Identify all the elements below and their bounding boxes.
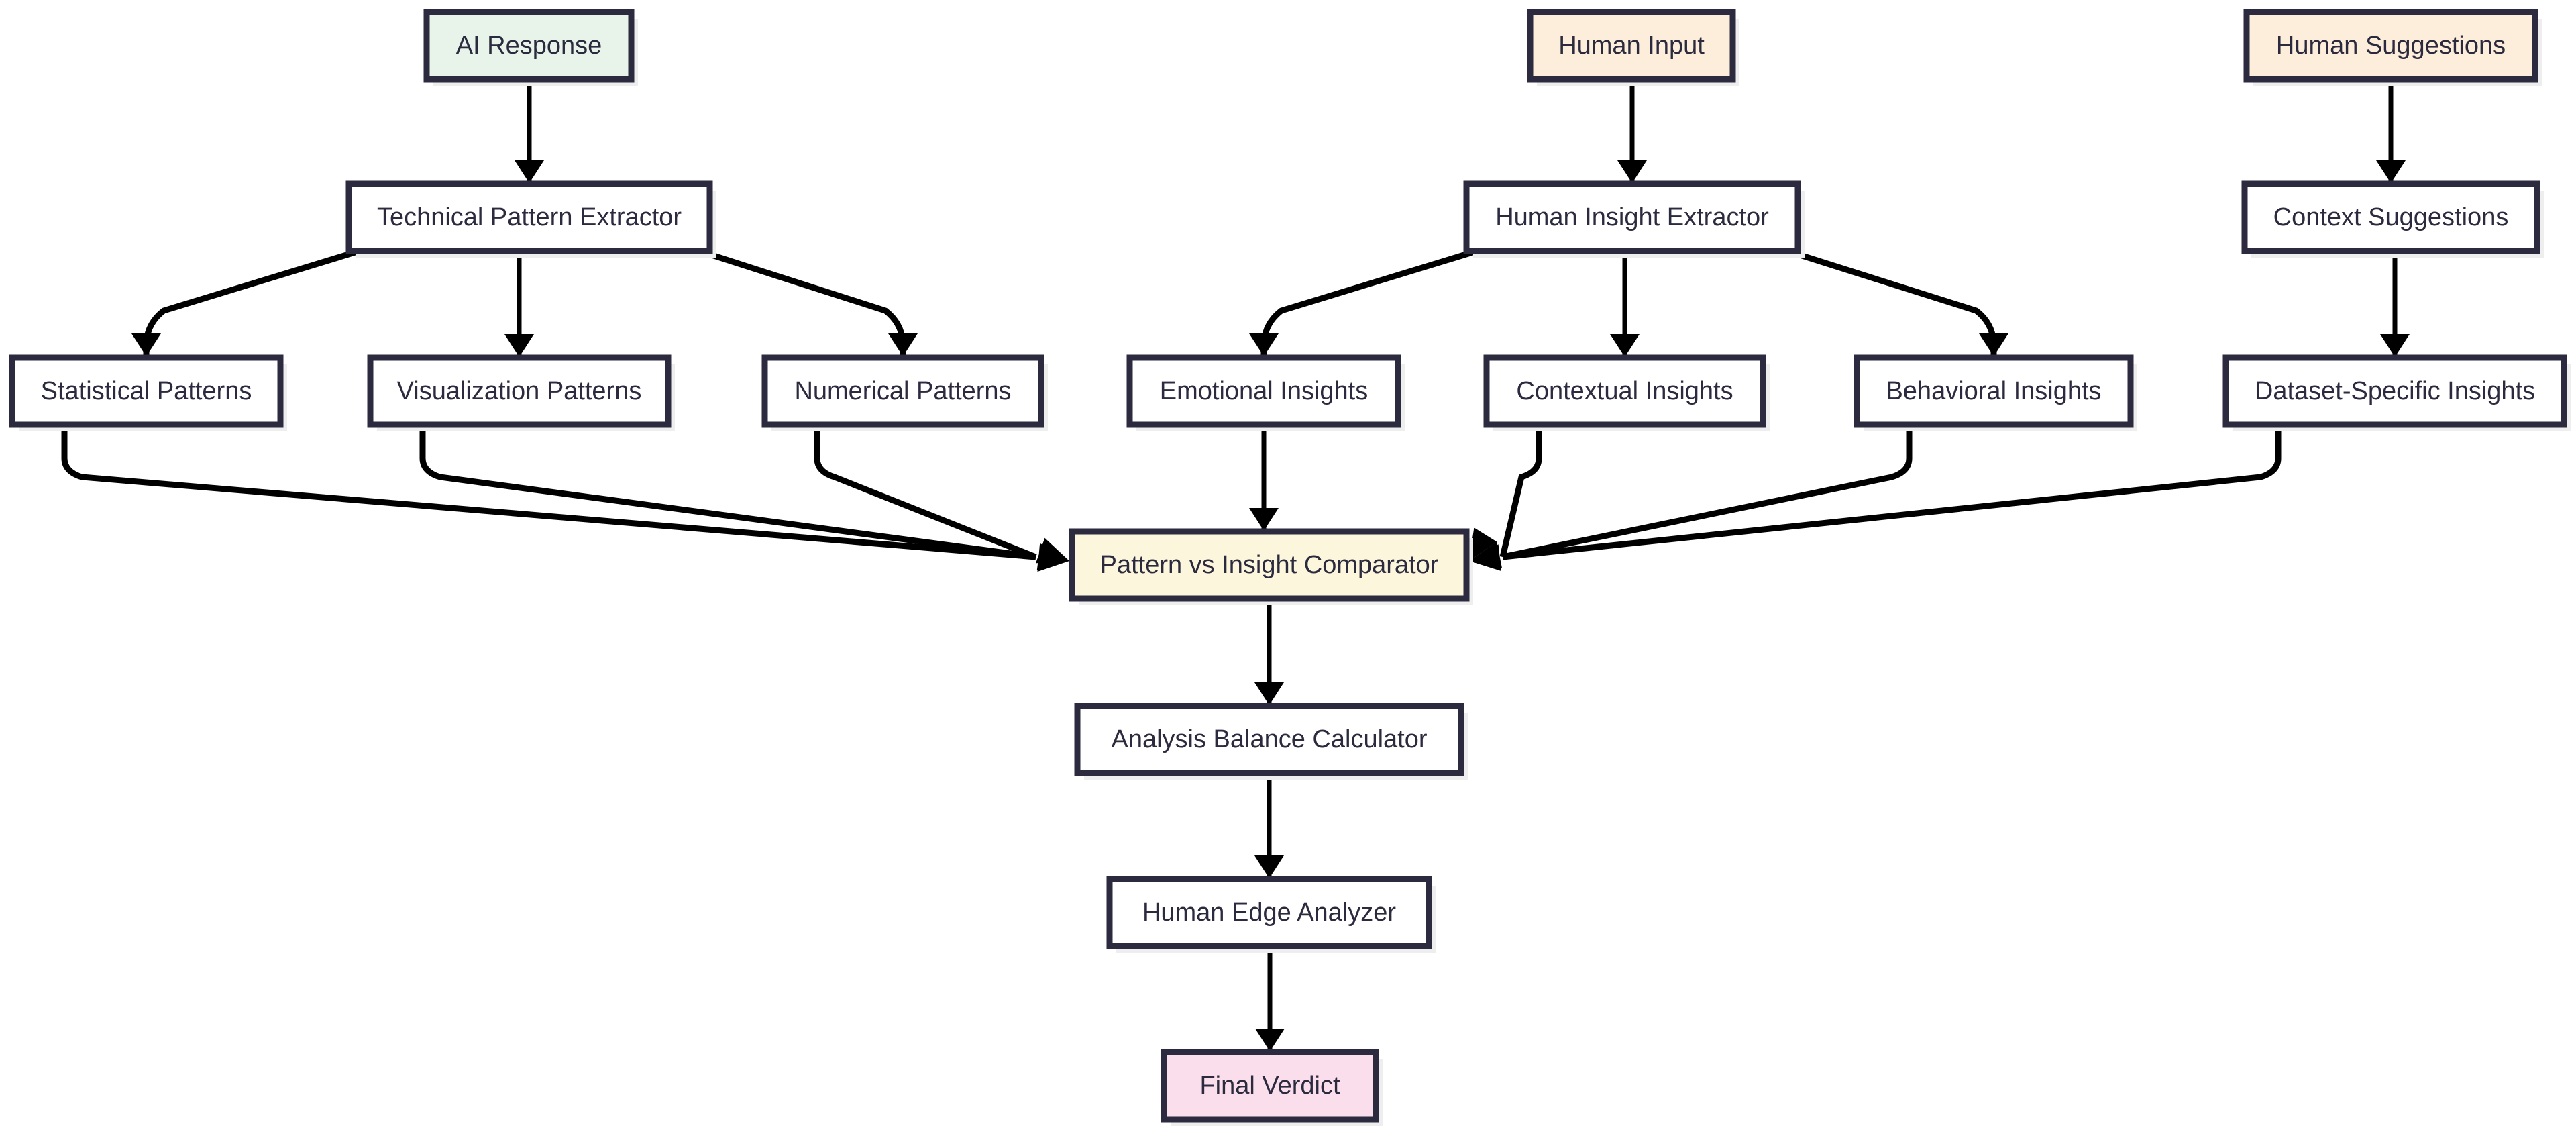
edge-ai_response-to-tech_extractor <box>515 79 544 183</box>
node-rect[interactable] <box>1483 354 1766 428</box>
edge-tech_extractor-to-numerical <box>698 248 918 356</box>
edge-statistical-to-comparator <box>61 425 1069 572</box>
node-human_suggestions[interactable]: Human Suggestions <box>2243 9 2542 86</box>
node-dataset_specific[interactable]: Dataset-Specific Insights <box>2222 354 2571 431</box>
node-rect[interactable] <box>1527 9 1736 83</box>
node-layer: AI Response Human Input Human SuggestionsT… <box>9 9 2571 1126</box>
edge-numerical-to-comparator <box>814 425 1069 564</box>
edge-human_suggestions-to-context_suggestions <box>2376 79 2406 183</box>
node-rect[interactable] <box>1126 354 1401 428</box>
node-rect[interactable] <box>761 354 1044 428</box>
node-rect[interactable] <box>2243 9 2538 83</box>
node-rect[interactable] <box>367 354 672 428</box>
node-rect[interactable] <box>345 180 713 254</box>
node-numerical[interactable]: Numerical Patterns <box>761 354 1048 431</box>
node-visualization[interactable]: Visualization Patterns <box>367 354 675 431</box>
edge-tech_extractor-to-visualization <box>504 251 534 357</box>
node-rect[interactable] <box>2241 180 2540 254</box>
edge-tech_extractor-to-statistical <box>131 248 361 356</box>
node-rect[interactable] <box>1074 703 1464 776</box>
node-rect[interactable] <box>1106 876 1432 949</box>
edge-insight_extractor-to-behavioral <box>1786 248 2008 356</box>
edge-dataset_specific-to-comparator <box>1469 425 2282 572</box>
node-rect[interactable] <box>1463 180 1801 254</box>
edge-emotional-to-comparator <box>1249 425 1279 531</box>
edge-edge_analyzer-to-final_verdict <box>1255 946 1285 1051</box>
node-rect[interactable] <box>9 354 284 428</box>
node-context_suggestions[interactable]: Context Suggestions <box>2241 180 2544 258</box>
edge-context_suggestions-to-dataset_specific <box>2380 251 2410 357</box>
node-behavioral[interactable]: Behavioral Insights <box>1854 354 2137 431</box>
edge-comparator-to-balance_calculator <box>1254 599 1284 705</box>
node-edge_analyzer[interactable]: Human Edge Analyzer <box>1106 876 1436 953</box>
node-human_input[interactable]: Human Input <box>1527 9 1739 86</box>
edge-insight_extractor-to-emotional <box>1249 248 1479 356</box>
node-balance_calculator[interactable]: Analysis Balance Calculator <box>1074 703 1468 780</box>
node-contextual[interactable]: Contextual Insights <box>1483 354 1770 431</box>
edge-balance_calculator-to-edge_analyzer <box>1254 773 1284 878</box>
node-statistical[interactable]: Statistical Patterns <box>9 354 287 431</box>
edge-insight_extractor-to-contextual <box>1610 251 1640 357</box>
node-emotional[interactable]: Emotional Insights <box>1126 354 1405 431</box>
node-ai_response[interactable]: AI Response <box>423 9 638 86</box>
node-rect[interactable] <box>1069 528 1470 602</box>
node-rect[interactable] <box>1161 1049 1379 1123</box>
node-insight_extractor[interactable]: Human Insight Extractor <box>1463 180 1805 258</box>
node-comparator[interactable]: Pattern vs Insight Comparator <box>1069 528 1473 605</box>
node-rect[interactable] <box>1854 354 2134 428</box>
node-tech_extractor[interactable]: Technical Pattern Extractor <box>345 180 716 258</box>
node-final_verdict[interactable]: Final Verdict <box>1161 1049 1383 1126</box>
edge-human_input-to-insight_extractor <box>1617 79 1647 183</box>
edge-contextual-to-comparator <box>1469 425 1542 561</box>
edge-layer <box>61 79 2410 1051</box>
node-rect[interactable] <box>2222 354 2567 428</box>
node-rect[interactable] <box>423 9 635 83</box>
